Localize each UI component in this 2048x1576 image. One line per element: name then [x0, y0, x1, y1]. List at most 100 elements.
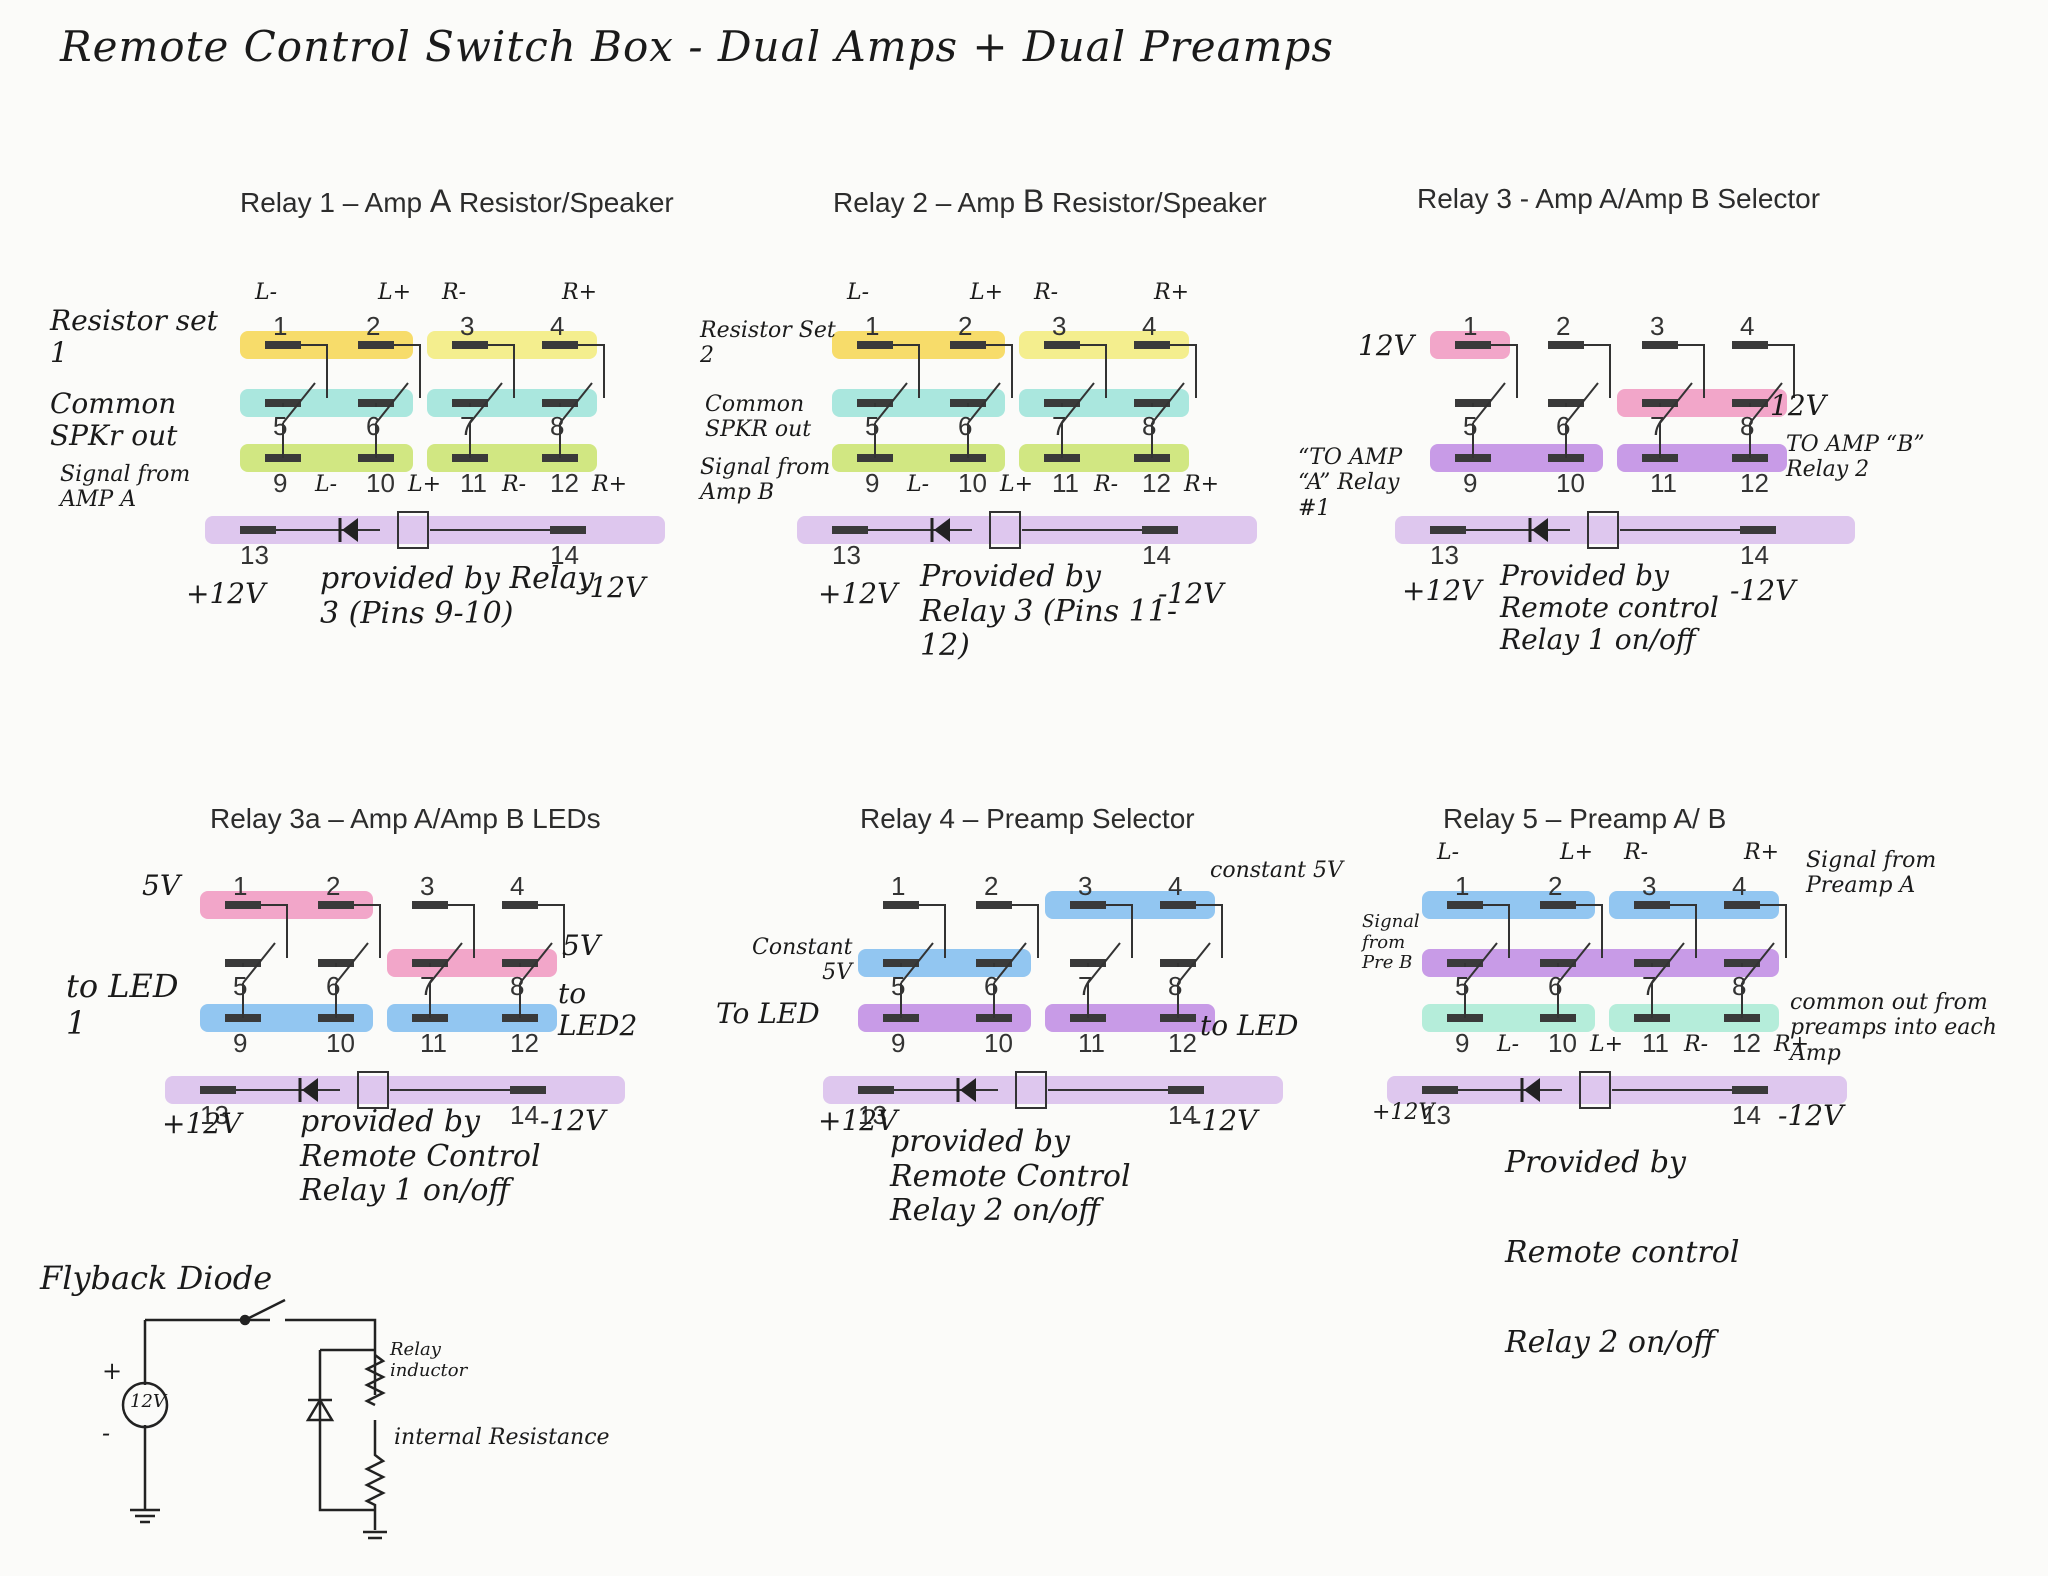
r5-coil [1458, 1071, 1732, 1109]
r4-contact-1 [883, 901, 919, 909]
r5-pin-5: 5 [1455, 971, 1470, 1001]
r5-switch-4 [1741, 904, 1787, 1018]
relay1-minus12v: -12V [580, 571, 646, 604]
r2-label-top-2: L+ [970, 280, 1004, 305]
relay3-minus12v: -12V [1730, 574, 1796, 607]
r3a-pin-3: 3 [420, 871, 435, 901]
r2-label-bottom-2: L+ [1000, 472, 1034, 497]
r5-label-top-4: R+ [1744, 840, 1779, 865]
r5-pin-11: 11 [1642, 1028, 1669, 1058]
r4-switch-2 [993, 904, 1039, 1018]
relay4-constant-5v-top: constant 5V [1210, 858, 1343, 883]
r2-contact-2 [950, 341, 986, 349]
r1-schematic [205, 331, 665, 549]
relay3-to-amp-b: TO AMP “B” Relay 2 [1786, 432, 1925, 483]
r4-contact-14 [1168, 1086, 1204, 1094]
relay3-provided-note: Provided by Remote control Relay 1 on/of… [1500, 559, 1719, 657]
r3a-pin-13: 13 [200, 1100, 229, 1130]
relay3a-5v-right: 5V [562, 929, 601, 962]
r5-label-bottom-2: L+ [1590, 1032, 1624, 1057]
relay2-signal-note: Signal from Amp B [700, 455, 831, 506]
r2-contact-4 [1134, 341, 1170, 349]
r3-pin-10: 10 [1556, 468, 1585, 498]
relay5-signal-pre-b: Signal from Pre B [1362, 911, 1420, 974]
r1-switch-2 [375, 344, 421, 458]
r2-pin-4: 4 [1142, 311, 1157, 341]
relay2-plus12v: +12V [818, 577, 898, 610]
battery-icon [121, 1381, 169, 1429]
r3a-pin-2: 2 [326, 871, 341, 901]
r1-label-top-3: R- [442, 280, 466, 305]
flyback-source-label: 12V [130, 1391, 166, 1412]
r4-switch-4 [1177, 904, 1223, 1018]
r3a-pin-14: 14 [510, 1100, 539, 1130]
r3-contact-2 [1548, 341, 1584, 349]
r1-label-top-2: L+ [378, 280, 412, 305]
r3a-pin-4: 4 [510, 871, 525, 901]
r4-contact-2 [976, 901, 1012, 909]
r5-pin-6: 6 [1548, 971, 1563, 1001]
r5-pin-14: 14 [1732, 1100, 1761, 1130]
r3-switch-4 [1749, 344, 1795, 458]
r4-diode-icon [960, 1078, 976, 1102]
relay5-signal-preamp-a: Signal from Preamp A [1806, 848, 1937, 899]
r3-contact-14 [1740, 526, 1776, 534]
relay5-plus12v: +12V [1372, 1100, 1435, 1125]
r1-pin-9: 9 [273, 468, 288, 498]
r3a-pin-10: 10 [326, 1028, 355, 1058]
r3-pin-1: 1 [1463, 311, 1478, 341]
r5-pin-12: 12 [1732, 1028, 1761, 1058]
r5-schematic [1387, 891, 1847, 1109]
r1-label-bottom-2: L+ [408, 472, 442, 497]
relay5-common-out: common out from preamps into each Amp [1790, 990, 1997, 1066]
r3-highlight [1617, 389, 1787, 417]
relay2-resistor-note: Resistor Set 2 [700, 318, 836, 369]
r2-switch-2 [967, 344, 1013, 458]
r1-label-bottom-4: R+ [592, 472, 627, 497]
relay3a-minus12v: -12V [540, 1104, 606, 1137]
relay1-resistor-note: Resistor set 1 [50, 304, 218, 370]
r1-pin-10: 10 [366, 468, 395, 498]
r5-pin-2: 2 [1548, 871, 1563, 901]
r1-pin-12: 12 [550, 468, 579, 498]
r1-label-top-4: R+ [562, 280, 597, 305]
r1-coil [276, 511, 550, 549]
r1-switch-4 [559, 344, 605, 458]
r2-label-top-1: L- [847, 280, 870, 305]
r5-pin-9: 9 [1455, 1028, 1470, 1058]
r2-highlight [832, 389, 1005, 417]
relay3-12v-right: 12V [1770, 389, 1826, 422]
r2-switch-3 [1061, 344, 1107, 458]
r3-pin-4: 4 [1740, 311, 1755, 341]
r3a-contact-3 [412, 901, 448, 909]
r1-pin-14: 14 [550, 540, 579, 570]
r2-diode-icon [934, 518, 950, 542]
r3a-pin-11: 11 [420, 1028, 447, 1058]
r2-contact-14 [1142, 526, 1178, 534]
r4-switch-3 [1087, 904, 1133, 1018]
r4-coil [894, 1071, 1168, 1109]
relay3-title: Relay 3 - Amp A/Amp B Selector [1417, 183, 1821, 214]
relay3a-provided-note: provided by Remote Control Relay 1 on/of… [300, 1104, 541, 1208]
r3a-switch-2 [335, 904, 381, 1018]
r1-pin-6: 6 [366, 411, 381, 441]
r4-pin-2: 2 [984, 871, 999, 901]
r5-pin-1: 1 [1455, 871, 1470, 901]
r3-contact-13 [1430, 526, 1466, 534]
r4-pin-9: 9 [891, 1028, 906, 1058]
r2-pin-13: 13 [832, 540, 861, 570]
r3a-pin-8: 8 [510, 971, 525, 1001]
r2-pin-7: 7 [1052, 411, 1067, 441]
r2-switch-4 [1151, 344, 1197, 458]
flyback-diode-diagram: Flyback Diode 12V + - Relay inductor int… [30, 1260, 650, 1560]
r3a-contact-2 [318, 901, 354, 909]
r2-schematic [797, 331, 1257, 549]
r1-contact-13 [240, 526, 276, 534]
relay1-plus12v: +12V [186, 577, 266, 610]
r2-switch-1 [874, 344, 920, 458]
r2-label-top-4: R+ [1154, 280, 1189, 305]
r5-switch-2 [1557, 904, 1603, 1018]
r2-pin-2: 2 [958, 311, 973, 341]
